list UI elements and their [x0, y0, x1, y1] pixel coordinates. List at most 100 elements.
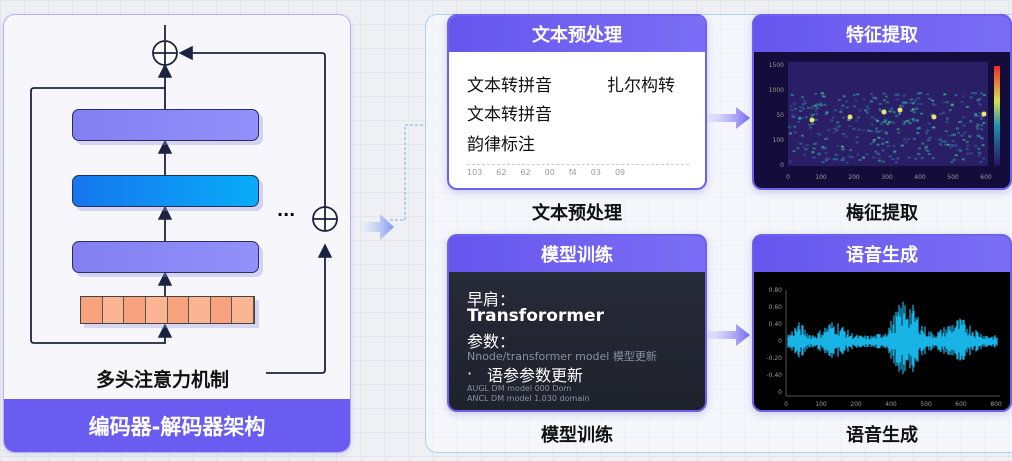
spectrogram-cell: [916, 132, 920, 135]
spectrogram-cell: [824, 138, 828, 141]
spectrogram-cell: [811, 113, 815, 116]
spectrogram-cell: [950, 134, 954, 137]
spectrogram-cell: [870, 116, 874, 119]
y-tick-label: 0: [778, 389, 782, 396]
x-tick-label: 500: [920, 401, 932, 408]
spectrogram-cell: [874, 118, 878, 121]
spectrogram-cell: [798, 117, 802, 120]
spectrogram-cell: [881, 149, 885, 152]
spectrogram-cell: [916, 97, 920, 100]
spectrogram-cell: [827, 157, 831, 160]
spectrogram-cell: [915, 107, 919, 110]
spectrogram-cell: [835, 158, 839, 161]
code-line: Nnode/transformer model 模型更新: [467, 350, 657, 363]
spectrogram-cell: [788, 160, 792, 163]
spectrogram-cell: [869, 129, 873, 132]
spectrogram-cell: [966, 152, 970, 155]
spectrogram-cell: [833, 109, 837, 112]
spectrogram-cell: [804, 102, 808, 105]
spectrogram-cell: [800, 134, 804, 137]
spectrogram-cell: [845, 161, 849, 164]
spectrogram-cell: [916, 92, 920, 95]
spectrogram-cell: [965, 141, 969, 144]
spectrogram-cell: [817, 153, 821, 156]
spectrogram-cell: [817, 103, 821, 106]
spectrogram-cell: [819, 104, 823, 107]
spectrogram-cell: [920, 157, 924, 160]
spectrogram-cell: [803, 153, 807, 156]
spectrogram-cell: [979, 104, 983, 107]
spectrogram-cell: [892, 145, 896, 148]
spectrogram-cell: [977, 102, 981, 105]
spectrogram-cell: [870, 92, 874, 95]
spectrogram-cell: [808, 123, 812, 126]
tick-label: 00: [544, 168, 555, 177]
spectrogram-cell: [960, 134, 964, 137]
spectrogram-cell: [811, 105, 815, 108]
spectrogram-cell: [886, 123, 890, 126]
spectrogram-cell: [881, 142, 885, 145]
spectrogram-cell: [882, 99, 886, 102]
spectrogram-cell: [943, 143, 947, 146]
spectrogram-cell: [885, 132, 889, 135]
spectrogram-cell: [847, 155, 851, 158]
spectrogram-cell: [969, 152, 973, 155]
spectrogram-cell: [797, 116, 801, 119]
spectrogram-cell: [925, 132, 929, 135]
spectrogram-cell: [942, 101, 946, 104]
y-tick-label: -0.40: [766, 372, 782, 379]
spectrogram-cell: [973, 115, 977, 118]
spectrogram-cell: [877, 159, 881, 162]
spectrogram-cell: [982, 94, 986, 97]
spectrogram-cell: [878, 102, 882, 105]
spectrogram-cell: [900, 144, 904, 147]
spectrogram-cell: [979, 92, 983, 95]
spectrogram-cell: [825, 137, 829, 140]
spectrogram-cell: [802, 99, 806, 102]
spectrogram-cell: [977, 135, 981, 138]
spectrogram-cell: [844, 135, 848, 138]
spectrogram-cell: [797, 120, 801, 123]
spectrogram-cell: [945, 101, 949, 104]
spectrogram-cell: [962, 124, 966, 127]
spectrogram-cell: [810, 107, 814, 110]
spectrogram-cell: [800, 96, 804, 99]
spectrogram-cell: [927, 139, 931, 142]
spectrogram-cell: [950, 160, 954, 163]
spectrogram-cell: [821, 145, 825, 148]
spectrogram-cell: [962, 139, 966, 142]
spectrogram-cell: [902, 94, 906, 97]
spectrogram-cell: [891, 110, 895, 113]
spectrogram-cell: [960, 101, 964, 104]
spectrogram-cell: [974, 144, 978, 147]
spectrogram-cell: [800, 116, 804, 119]
spectrogram-cell: [976, 99, 980, 102]
caption: 梅征提取: [846, 203, 918, 224]
spectrogram-cell: [952, 133, 956, 136]
spectrogram-cell: [938, 138, 942, 141]
spectrogram-cell: [881, 121, 885, 124]
spectrogram-cell: [794, 107, 798, 110]
spectrogram-cell: [909, 98, 913, 101]
spectrogram-cell: [909, 109, 913, 112]
spectrogram-cell: [870, 123, 874, 126]
spectrogram-cell: [975, 125, 979, 128]
attention-layer-block: [72, 175, 259, 207]
spectrogram-cell: [874, 150, 878, 153]
spectrogram-cell: [924, 149, 928, 152]
spectrogram-cell: [855, 141, 859, 144]
spectrogram-cell: [792, 150, 796, 153]
spectrogram-cell: [811, 123, 815, 126]
spectrogram-cell: [893, 111, 897, 114]
caption: 语音生成: [846, 425, 918, 446]
spectrogram-cell: [876, 143, 880, 146]
code-line: 早肩：: [467, 290, 516, 309]
spectrogram-cell: [976, 128, 980, 131]
card-model-training: 模型训练 早肩： Transforormer 参数： Nnode/transfo…: [447, 234, 707, 412]
spectrogram-cell: [958, 149, 962, 152]
spectrogram-cell: [839, 110, 843, 113]
spectrogram-cell: [842, 132, 846, 135]
spectrogram-cell: [931, 99, 935, 102]
